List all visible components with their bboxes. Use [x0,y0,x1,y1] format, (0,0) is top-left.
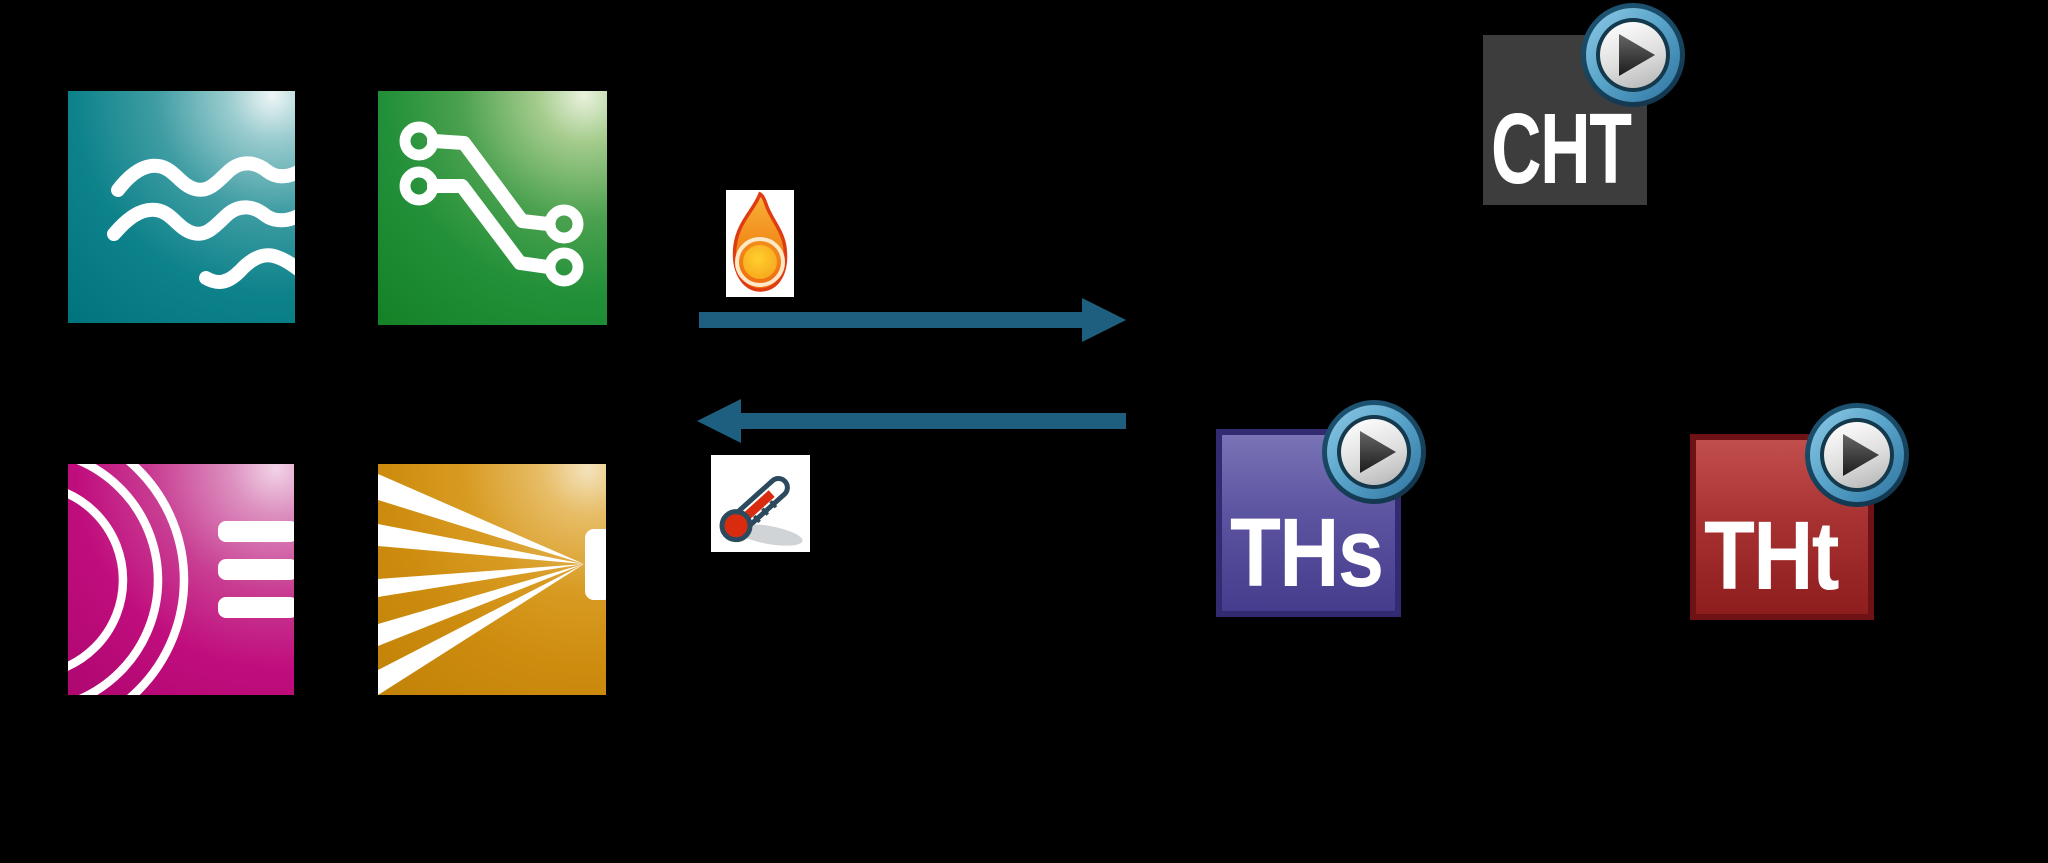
flame-icon [726,190,794,297]
radiation-arcs-icon [68,464,294,695]
circuit-traces-icon [399,121,584,287]
return-arrow-shaft [741,413,1126,429]
radiation-solver-tile [68,464,294,695]
forward-arrow-head [1082,298,1126,342]
em-wave-solver-tile [68,91,295,323]
waves-icon [107,156,295,289]
ths-label: THs [1230,498,1384,607]
return-arrow-head [697,399,741,443]
particle-beam-icon [378,474,606,695]
play-button-icon[interactable] [1805,403,1909,507]
cht-label: CHT [1491,93,1632,205]
thermometer-icon [711,455,810,552]
play-button-icon[interactable] [1581,3,1685,107]
forward-arrow-shaft [699,312,1082,328]
tht-label: THt [1704,501,1840,610]
tht-video-tile[interactable]: THt [1690,434,1874,620]
particle-solver-tile [378,464,606,695]
play-button-icon[interactable] [1322,400,1426,504]
circuit-solver-tile [378,91,607,325]
